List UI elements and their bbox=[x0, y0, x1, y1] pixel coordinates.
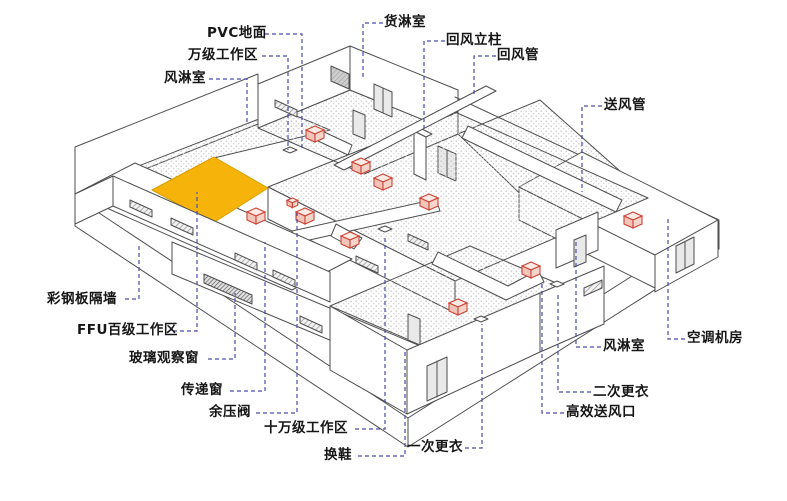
double-door bbox=[426, 356, 448, 402]
glass-partition-panel bbox=[330, 65, 350, 90]
hepa-outlet-marker bbox=[339, 231, 361, 249]
hepa-outlet-marker bbox=[372, 173, 394, 191]
air-shower-room bbox=[555, 211, 599, 269]
ffu-band bbox=[74, 156, 353, 303]
u-duct bbox=[431, 251, 545, 301]
label-steel-panel-wall: 彩钢板隔墙 bbox=[47, 291, 117, 307]
leader-shoe-change bbox=[358, 352, 406, 457]
double-door bbox=[675, 236, 695, 274]
label-hepa-supply-outlet: 高效送风口 bbox=[566, 404, 636, 420]
supply-air-duct-run bbox=[461, 125, 623, 213]
hepa-outlet-marker bbox=[285, 197, 300, 209]
hepa-outlet-marker bbox=[622, 211, 644, 229]
leader-glass-window bbox=[208, 293, 236, 360]
glass-observation-window-shape bbox=[203, 273, 253, 305]
wall-window bbox=[274, 99, 298, 118]
leader-class-10k bbox=[262, 55, 289, 150]
hepa-outlet-marker bbox=[294, 207, 316, 225]
label-glass-window: 玻璃观察窗 bbox=[129, 350, 199, 366]
door bbox=[573, 234, 587, 268]
leader-class-100k bbox=[355, 237, 386, 430]
label-pressure-valve: 余压阀 bbox=[209, 404, 251, 420]
wall-window bbox=[129, 199, 153, 218]
label-pass-window: 传递窗 bbox=[181, 382, 223, 398]
door bbox=[373, 83, 393, 118]
label-second-changing: 二次更衣 bbox=[593, 384, 649, 400]
wall-window bbox=[234, 252, 258, 271]
leader-air-shower-left bbox=[209, 78, 248, 122]
hepa-outlet-marker bbox=[418, 193, 440, 211]
door bbox=[407, 313, 421, 346]
wall-window bbox=[583, 279, 603, 297]
label-first-changing: 一次更衣 bbox=[407, 439, 463, 455]
label-shoe-change: 换鞋 bbox=[324, 447, 352, 463]
label-class-10k-workzone: 万级工作区 bbox=[188, 47, 258, 63]
label-air-shower-right: 风淋室 bbox=[603, 338, 645, 354]
wall-window bbox=[407, 233, 429, 251]
leader-lines bbox=[125, 22, 685, 457]
hepa-outlet-marker bbox=[520, 261, 542, 279]
leader-air-shower-right bbox=[575, 240, 601, 348]
label-cargo-shower: 货淋室 bbox=[384, 14, 426, 30]
hepa-outlet-marker bbox=[350, 157, 372, 175]
leader-first-change bbox=[465, 324, 483, 449]
return-air-duct-bar bbox=[333, 85, 497, 171]
wall-window bbox=[355, 255, 379, 274]
label-air-shower-left: 风淋室 bbox=[164, 70, 206, 86]
leader-return-air-column bbox=[423, 40, 445, 128]
leader-steel-panel-wall bbox=[125, 243, 140, 300]
door bbox=[352, 109, 366, 140]
leader-hepa-outlet bbox=[541, 284, 564, 414]
label-supply-air-duct: 送风管 bbox=[604, 97, 646, 113]
hepa-outlet-marker bbox=[447, 298, 469, 316]
leader-pass-window bbox=[230, 242, 266, 392]
hepa-outlet-marker bbox=[245, 207, 267, 225]
leader-return-air-duct bbox=[473, 55, 496, 95]
label-class-100k-workzone: 十万级工作区 bbox=[264, 420, 348, 436]
label-ffu-class-100: FFU百级工作区 bbox=[77, 322, 178, 338]
leader-supply-air-duct bbox=[581, 105, 602, 192]
leader-second-change bbox=[557, 292, 591, 393]
leader-ac-room bbox=[667, 218, 685, 340]
label-return-air-column: 回风立柱 bbox=[446, 32, 502, 48]
label-pvc-floor: PVC地面 bbox=[207, 25, 267, 41]
label-ac-machine-room: 空调机房 bbox=[687, 330, 743, 346]
wall-window bbox=[170, 217, 194, 236]
leader-pvc-floor bbox=[265, 33, 303, 148]
leader-ffu-class-100 bbox=[173, 192, 198, 332]
hepa-outlet-marker bbox=[304, 125, 326, 143]
label-return-air-duct: 回风管 bbox=[497, 47, 539, 63]
hepa-outlet-markers bbox=[245, 125, 644, 316]
wall-window bbox=[272, 269, 296, 288]
leader-cargo-shower bbox=[362, 22, 383, 80]
floor-markers bbox=[282, 146, 565, 323]
wall-window bbox=[299, 315, 323, 334]
